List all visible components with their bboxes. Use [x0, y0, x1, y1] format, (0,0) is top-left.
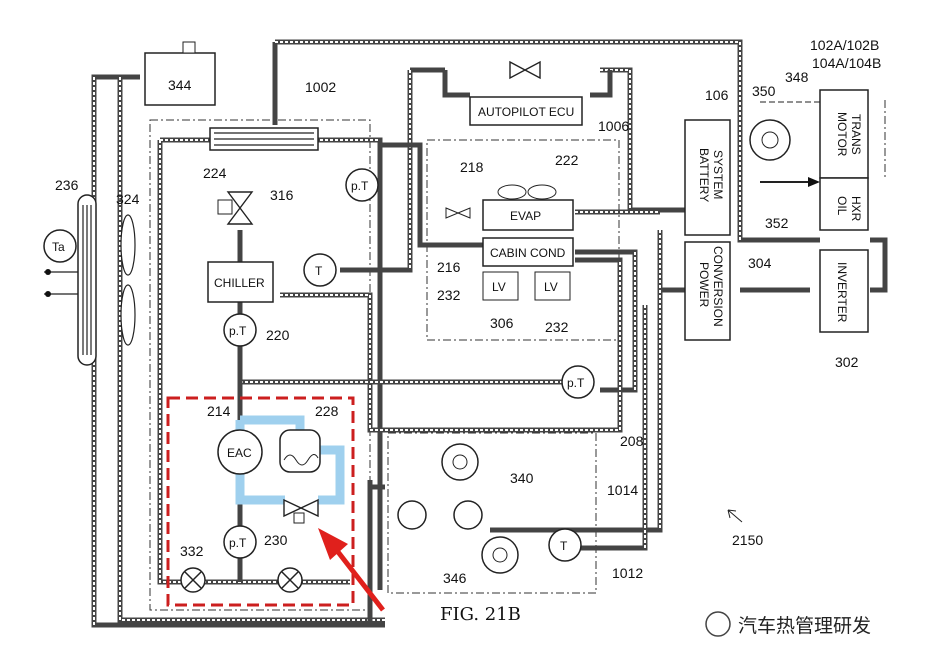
evaporator	[482, 199, 574, 231]
boundary-306	[426, 139, 620, 341]
wechat-icon	[705, 611, 731, 637]
oil-hxr	[819, 177, 869, 231]
battery-label-1: BATTERY	[697, 148, 711, 202]
valve-316	[226, 191, 254, 225]
sensor-ta	[43, 229, 77, 263]
lv-right	[534, 271, 571, 301]
power-label-2: CONVERSION	[711, 246, 725, 327]
compressor-eac	[217, 429, 263, 475]
label-332: 332	[180, 543, 204, 559]
label-224: 224	[203, 165, 227, 181]
red-arrow-shaft	[333, 546, 385, 612]
label-218: 218	[460, 159, 484, 175]
label-230: 230	[264, 532, 288, 548]
eac-label: EAC	[227, 446, 252, 460]
label-350: 350	[752, 83, 776, 99]
accumulator-228	[279, 429, 321, 473]
label-228: 228	[315, 403, 339, 419]
sensor-ta-label: Ta	[52, 240, 65, 254]
sensor-t-chiller	[303, 253, 337, 287]
sensor-pt-right	[561, 365, 595, 399]
motor-label-2: TRANS	[849, 114, 863, 155]
cabin-condenser	[482, 237, 574, 267]
chiller-label: CHILLER	[214, 276, 265, 290]
valve-208-left	[397, 500, 427, 530]
lv2-label: LV	[544, 280, 558, 294]
chiller	[207, 261, 274, 303]
fan-324-blade-bottom	[120, 284, 136, 346]
sensor-pt-332	[223, 525, 257, 559]
battery-system	[684, 119, 731, 236]
label-348: 348	[785, 69, 809, 85]
figure-caption: FIG. 21B	[440, 604, 521, 625]
sensor-t-lower	[548, 528, 582, 562]
sensor-t1-label: T	[315, 264, 323, 278]
label-222: 222	[555, 152, 579, 168]
red-arrow-head	[318, 528, 348, 560]
sensor-t2-label: T	[560, 539, 568, 553]
autopilot-ecu-label: AUTOPILOT ECU	[478, 105, 574, 119]
motor-trans	[819, 89, 869, 179]
label-106: 106	[705, 87, 729, 103]
boundary-208	[387, 432, 597, 594]
label-2150: 2150	[732, 532, 763, 548]
component-344	[144, 52, 216, 106]
valve-highlight	[283, 498, 319, 518]
blower-218-left	[497, 184, 527, 200]
label-346: 346	[443, 570, 467, 586]
inverter	[819, 249, 869, 333]
sensor-pt-upper	[345, 168, 379, 202]
oil-label-1: OIL	[835, 196, 849, 216]
autopilot-ecu	[469, 96, 583, 126]
label-352: 352	[765, 215, 789, 231]
label-104a: 104A/104B	[812, 55, 881, 71]
label-344: 344	[168, 77, 192, 93]
sensor-pt3-label: p.T	[567, 376, 585, 390]
label-324: 324	[116, 191, 140, 207]
highlight-red-box	[166, 396, 355, 607]
sensor-pt-220	[223, 313, 257, 347]
motor-label-1: MOTOR	[835, 112, 849, 157]
label-304: 304	[748, 255, 772, 271]
label-306: 306	[490, 315, 514, 331]
label-232b: 232	[545, 319, 569, 335]
label-216: 216	[437, 259, 461, 275]
valve-316-actuator	[217, 199, 233, 215]
label-208: 208	[620, 433, 644, 449]
component-344-cap	[182, 41, 196, 54]
lv-left	[482, 271, 519, 301]
label-1002: 1002	[305, 79, 336, 95]
battery-label-2: SYSTEM	[711, 150, 725, 199]
power-conversion	[684, 241, 731, 341]
label-236: 236	[55, 177, 79, 193]
sensor-pt1-label: p.T	[351, 179, 369, 193]
power-label-1: POWER	[697, 262, 711, 308]
sensor-pt2-label: p.T	[229, 324, 247, 338]
label-1012: 1012	[612, 565, 643, 581]
sensor-pt4-label: p.T	[229, 536, 247, 550]
label-302: 302	[835, 354, 859, 370]
evap-label: EVAP	[510, 209, 541, 223]
oil-label-2: HXR	[849, 196, 863, 222]
label-232a: 232	[437, 287, 461, 303]
blower-218-right	[527, 184, 557, 200]
label-102a: 102A/102B	[810, 37, 879, 53]
watermark-text: 汽车热管理研发	[738, 615, 871, 637]
label-1014: 1014	[607, 482, 638, 498]
valve-autopilot	[509, 60, 541, 80]
boundary-1002	[149, 119, 371, 611]
inverter-label: INVERTER	[835, 262, 849, 323]
valve-evap	[445, 207, 471, 219]
fan-324-blade-top	[120, 214, 136, 276]
cabin-cond-label: CABIN COND	[490, 246, 566, 260]
label-1006: 1006	[598, 118, 629, 134]
label-316: 316	[270, 187, 294, 203]
lv1-label: LV	[492, 280, 506, 294]
valve-208-center	[453, 500, 483, 530]
label-214: 214	[207, 403, 231, 419]
label-340: 340	[510, 470, 534, 486]
label-220: 220	[266, 327, 290, 343]
